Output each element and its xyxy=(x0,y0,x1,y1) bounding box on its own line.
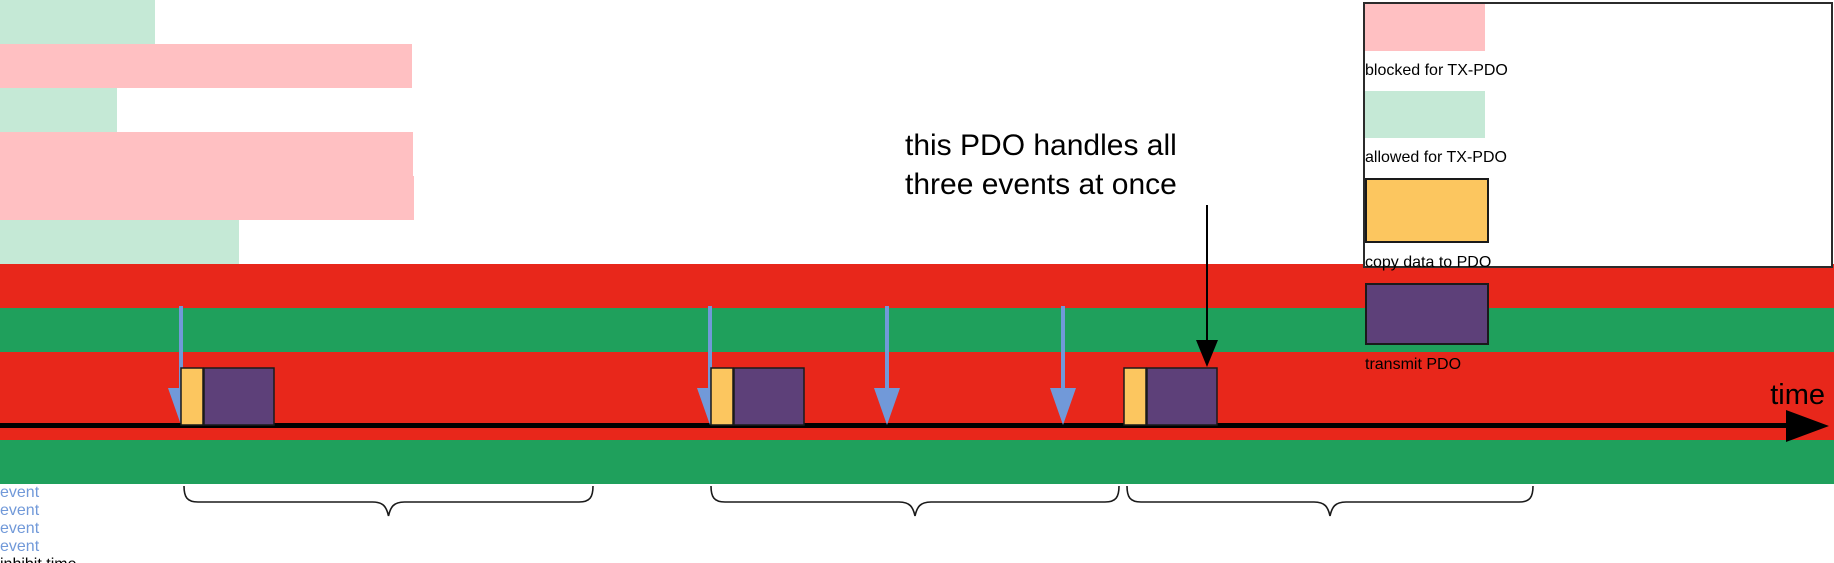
legend: blocked for TX-PDO allowed for TX-PDO copy… xyxy=(1363,2,1833,373)
band-segment-allowed xyxy=(0,88,117,132)
annotation-line-2: three events at once xyxy=(905,168,1177,201)
inhibit-time-brace-icon xyxy=(710,485,1120,517)
transmit-pdo-block xyxy=(1146,367,1218,426)
time-axis xyxy=(0,423,1790,428)
boundary-line-inhibit_end xyxy=(0,440,1834,484)
transmit-pdo-block xyxy=(733,367,805,426)
copy-data-block xyxy=(180,367,204,426)
band-segment-allowed xyxy=(0,220,239,264)
legend-label: transmit PDO xyxy=(1365,356,1462,373)
annotation-line-1: this PDO handles all xyxy=(905,129,1177,162)
annotation-arrowhead-icon xyxy=(1196,340,1218,367)
inhibit-time-brace-icon xyxy=(1126,485,1534,517)
inhibit-time-brace-icon xyxy=(183,485,594,517)
boundary-line-inhibit_start xyxy=(0,264,1834,308)
legend-swatch-transmit_purple xyxy=(1365,283,1489,345)
legend-swatch-allowed_green xyxy=(1365,91,1485,138)
event-label: event xyxy=(0,484,40,501)
legend-label: blocked for TX-PDO xyxy=(1365,62,1508,79)
event-label: event xyxy=(0,502,40,519)
boundary-line-inhibit_end xyxy=(0,308,1834,352)
legend-swatch-copy_orange xyxy=(1365,178,1489,243)
legend-label: copy data to PDO xyxy=(1365,254,1492,271)
event-arrow-icon xyxy=(1050,306,1076,425)
event-arrow-icon xyxy=(874,306,900,425)
annotation-text: this PDO handles all three events at onc… xyxy=(905,126,1177,204)
timeline-band xyxy=(0,0,1834,484)
band-segment-allowed xyxy=(0,0,155,44)
band-segment-blocked xyxy=(0,132,413,176)
boundary-line-inhibit_start xyxy=(0,396,1834,440)
band-segment-blocked xyxy=(0,176,414,220)
legend-label: allowed for TX-PDO xyxy=(1365,149,1507,166)
band-segment-blocked xyxy=(0,44,412,88)
labels-layer: eventeventeventeventinhibit timeinhibit … xyxy=(0,484,1834,563)
boundary-line-inhibit_start xyxy=(0,352,1834,396)
time-axis-arrowhead-icon xyxy=(1786,410,1829,442)
copy-data-block xyxy=(710,367,734,426)
event-label: event xyxy=(0,520,40,537)
time-axis-label: time xyxy=(1770,379,1825,411)
inhibit-time-label: inhibit time xyxy=(0,556,1834,563)
transmit-pdo-block xyxy=(203,367,275,426)
copy-data-block xyxy=(1123,367,1147,426)
event-label: event xyxy=(0,538,40,555)
legend-swatch-blocked_pink xyxy=(1365,4,1485,51)
